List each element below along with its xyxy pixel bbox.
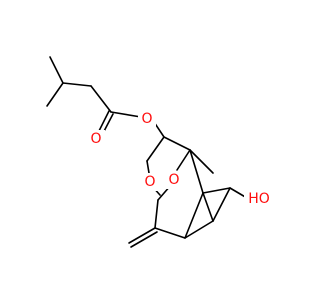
bond-c1-c4 — [163, 136, 191, 151]
atom-hydroxyl: HO — [248, 191, 270, 207]
bond-c8-c5 — [202, 192, 214, 222]
bond-c9-c8 — [212, 187, 231, 222]
atom-O-ring-b: O — [168, 172, 179, 188]
bond-c5-c9 — [202, 187, 231, 194]
bond-methyl-left — [46, 82, 64, 107]
molecule-structure: O O O O HO — [46, 56, 274, 248]
bond-methylene-1 — [128, 227, 156, 244]
bond-c6-c7 — [154, 227, 186, 239]
bond-c3-c6 — [154, 199, 159, 229]
bond-c4-O — [176, 149, 191, 171]
methylene-group — [128, 227, 158, 248]
bond-c1-c2 — [146, 136, 165, 162]
atom-labels: O O O O HO — [87, 110, 274, 208]
bond-c7-c5 — [184, 192, 204, 239]
bond-c4-c5 — [189, 149, 204, 194]
bond-methyl-top — [49, 56, 64, 84]
bond-ch2-carbonyl — [90, 85, 112, 113]
atom-O-ring-a: O — [144, 174, 155, 190]
atom-O-carbonyl: O — [90, 131, 101, 147]
bond-c4-methyl — [189, 149, 214, 174]
ring-system — [146, 136, 248, 239]
bond-methylene-2 — [130, 231, 158, 248]
isobutyl-chain — [46, 56, 112, 113]
atom-O-ester: O — [141, 111, 152, 127]
bond-c7-c8 — [184, 220, 214, 239]
bond-ch-ch2 — [62, 82, 92, 87]
bond-carbonyl-to-O — [110, 111, 142, 118]
